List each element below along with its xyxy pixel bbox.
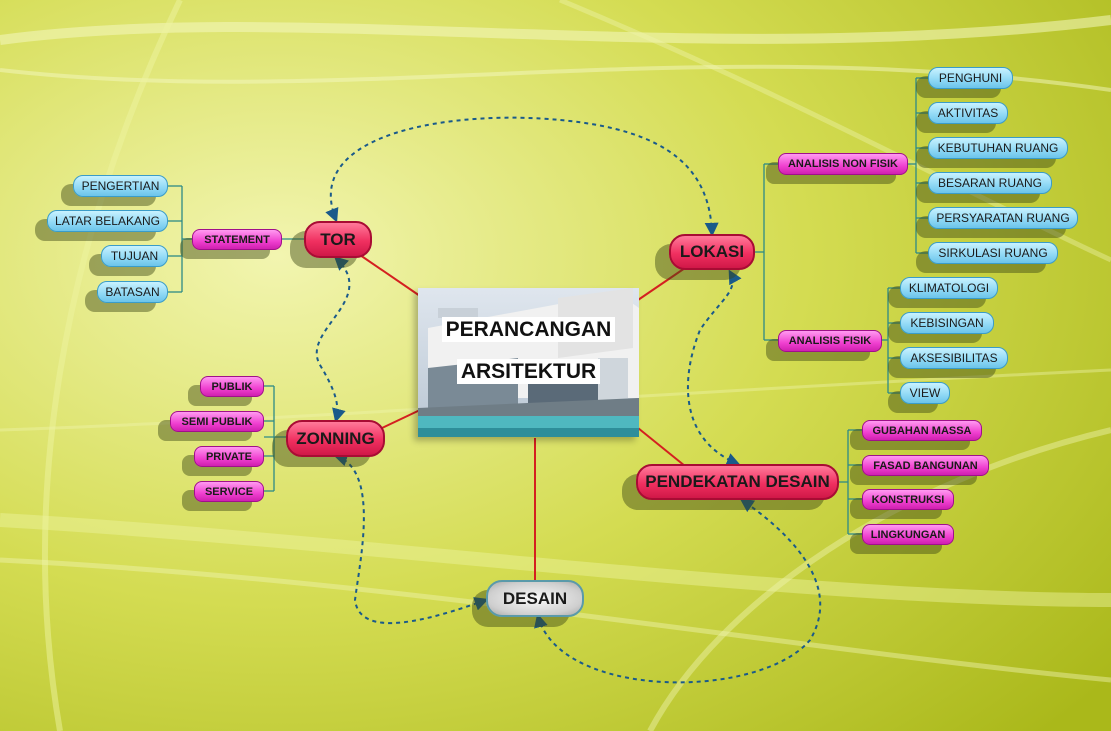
zone-private[interactable]: PRIVATE [194, 446, 264, 467]
center-title-line-1: PERANCANGAN [441, 317, 616, 342]
leaf-batasan[interactable]: BATASAN [97, 281, 168, 303]
leaf-view[interactable]: VIEW [900, 382, 950, 404]
leaf-latar-belakang[interactable]: LATAR BELAKANG [47, 210, 168, 232]
zone-publik[interactable]: PUBLIK [200, 376, 264, 397]
leaf-penghuni[interactable]: PENGHUNI [928, 67, 1013, 89]
leaf-aktivitas[interactable]: AKTIVITAS [928, 102, 1008, 124]
leaf-persyaratan-ruang[interactable]: PERSYARATAN RUANG [928, 207, 1078, 229]
branch-tor[interactable]: TOR [304, 221, 372, 258]
sub-analisis-fisik[interactable]: ANALISIS FISIK [778, 330, 882, 352]
branch-lokasi[interactable]: LOKASI [669, 234, 755, 270]
pendekatan-fasad-bangunan[interactable]: FASAD BANGUNAN [862, 455, 989, 476]
branch-desain[interactable]: DESAIN [486, 580, 584, 617]
center-topic-image: PERANCANGAN ARSITEKTUR [418, 288, 639, 437]
leaf-sirkulasi-ruang[interactable]: SIRKULASI RUANG [928, 242, 1058, 264]
leaf-aksesibilitas[interactable]: AKSESIBILITAS [900, 347, 1008, 369]
center-title-line-2: ARSITEKTUR [456, 359, 601, 384]
leaf-klimatologi[interactable]: KLIMATOLOGI [900, 277, 998, 299]
leaf-pengertian[interactable]: PENGERTIAN [73, 175, 168, 197]
leaf-besaran-ruang[interactable]: BESARAN RUANG [928, 172, 1052, 194]
zone-service[interactable]: SERVICE [194, 481, 264, 502]
leaf-tujuan[interactable]: TUJUAN [101, 245, 168, 267]
branch-zonning[interactable]: ZONNING [286, 420, 385, 457]
branch-pendekatan-desain[interactable]: PENDEKATAN DESAIN [636, 464, 839, 500]
zone-semi-publik[interactable]: SEMI PUBLIK [170, 411, 264, 432]
leaf-kebisingan[interactable]: KEBISINGAN [900, 312, 994, 334]
pendekatan-konstruksi[interactable]: KONSTRUKSI [862, 489, 954, 510]
leaf-kebutuhan-ruang[interactable]: KEBUTUHAN RUANG [928, 137, 1068, 159]
sub-analisis-non-fisik[interactable]: ANALISIS NON FISIK [778, 153, 908, 175]
pendekatan-gubahan-massa[interactable]: GUBAHAN MASSA [862, 420, 982, 441]
sub-statement[interactable]: STATEMENT [192, 229, 282, 250]
pendekatan-lingkungan[interactable]: LINGKUNGAN [862, 524, 954, 545]
